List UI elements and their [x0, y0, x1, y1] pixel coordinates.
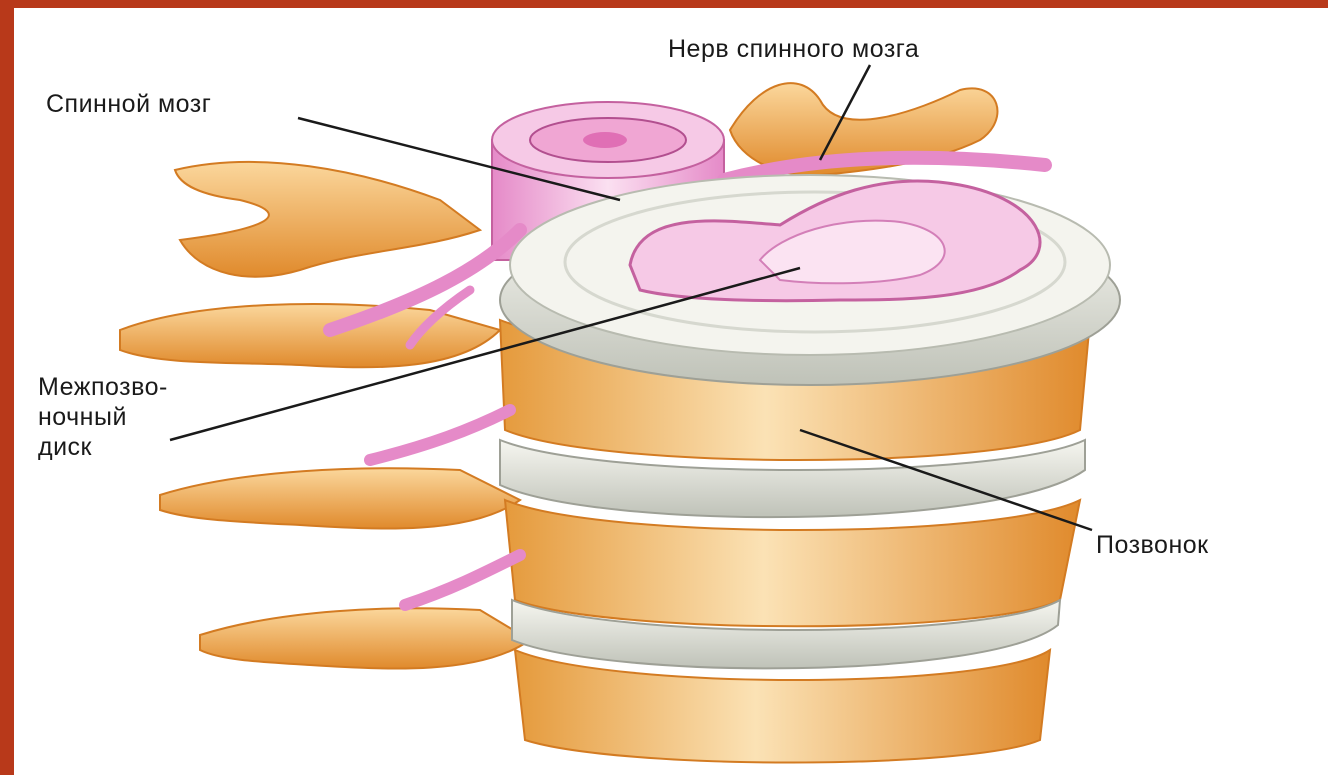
label-intervertebral-disc: Межпозво- ночный диск [38, 372, 248, 462]
label-disc-line-1: Межпозво- [38, 372, 248, 402]
upper-process [175, 162, 480, 277]
vertebral-bodies [500, 320, 1090, 763]
top-disc [500, 175, 1120, 385]
nerve-left-mid [370, 410, 510, 460]
label-disc-line-2: ночный [38, 402, 248, 432]
label-spinal-nerve: Нерв спинного мозга [668, 34, 919, 64]
vertebra-body-2 [505, 500, 1080, 626]
lower-process-2 [200, 608, 530, 668]
label-vertebra: Позвонок [1096, 530, 1209, 560]
lower-process-1 [160, 468, 520, 528]
label-disc-line-3: диск [38, 432, 248, 462]
label-spinal-cord: Спинной мозг [46, 89, 211, 119]
spinal-cord-core [583, 132, 627, 148]
nerve-left-low [405, 555, 520, 605]
